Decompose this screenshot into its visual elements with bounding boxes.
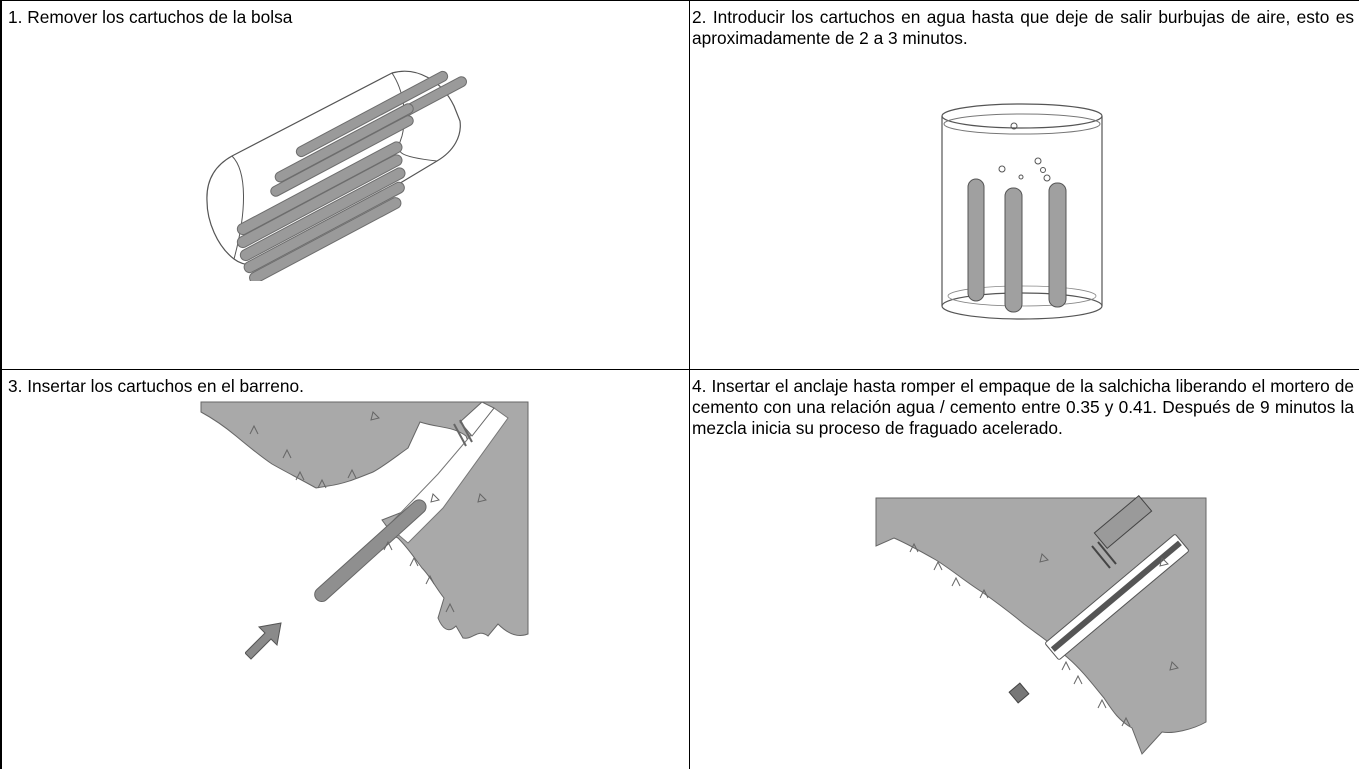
- bag-of-cartridges-illustration: [206, 70, 467, 281]
- water-beaker-illustration: [941, 103, 1103, 320]
- step-1-number: 1.: [8, 7, 23, 27]
- table-border-top: [0, 0, 1359, 1]
- step-3-caption: 3. Insertar los cartuchos en el barreno.: [8, 376, 678, 397]
- step-2-text: Introducir los cartuchos en agua hasta q…: [692, 7, 1354, 48]
- step-1-cell: 1. Remover los cartuchos de la bolsa: [2, 1, 689, 369]
- table-border-middle-vertical: [689, 0, 690, 769]
- table-border-left: [0, 0, 2, 769]
- step-1-text: Remover los cartuchos de la bolsa: [27, 7, 293, 27]
- step-4-text: Insertar el anclaje hasta romper el empa…: [692, 376, 1354, 438]
- step-2-number: 2.: [692, 7, 707, 27]
- step-4-cell: 4. Insertar el anclaje hasta romper el e…: [690, 370, 1359, 769]
- borehole-insertion-illustration: [200, 401, 529, 639]
- step-2-cell: 2. Introducir los cartuchos en agua hast…: [690, 1, 1359, 369]
- table-border-middle-horizontal: [0, 369, 1359, 370]
- step-4-number: 4.: [692, 376, 707, 396]
- step-3-cell: 3. Insertar los cartuchos en el barreno.: [2, 370, 689, 769]
- step-2-caption: 2. Introducir los cartuchos en agua hast…: [692, 7, 1354, 49]
- step-3-text: Insertar los cartuchos en el barreno.: [27, 376, 304, 396]
- step-4-caption: 4. Insertar el anclaje hasta romper el e…: [692, 376, 1354, 439]
- step-1-caption: 1. Remover los cartuchos de la bolsa: [8, 7, 678, 28]
- step-3-number: 3.: [8, 376, 23, 396]
- anchor-insertion-illustration: [875, 494, 1207, 755]
- direction-arrow-icon: [245, 622, 282, 660]
